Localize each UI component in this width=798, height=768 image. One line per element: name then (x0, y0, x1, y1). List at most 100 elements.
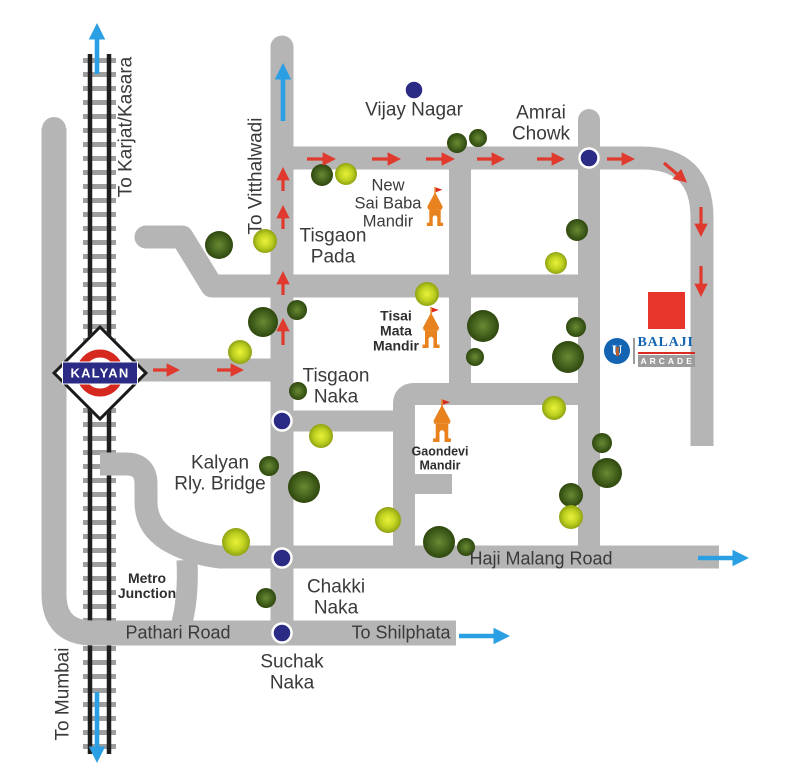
label-tisai-mata-mandir: Tisai Mata Mandir (373, 308, 419, 353)
label-line: Mandir (362, 211, 414, 230)
label-line: Mandir (419, 458, 461, 472)
label-to-mumbai: To Mumbai (52, 647, 74, 741)
label-to-vitthalwadi: To Vitthalwadi (245, 117, 267, 235)
label-line: Mandir (373, 337, 419, 354)
label-kalyan-rly-bridge: Kalyan Rly. Bridge (174, 453, 266, 494)
tree-icon (469, 129, 487, 147)
tree-icon (228, 340, 252, 364)
road-pathari (41, 128, 456, 646)
station-sign-band: KALYAN (62, 361, 138, 385)
building-marker (648, 292, 685, 329)
label-line: Junction (117, 585, 177, 601)
road-tisgaon-pada (146, 225, 589, 298)
label-chakki-naka: Chakki Naka (307, 577, 365, 618)
label-line: Metro (127, 569, 167, 586)
junction-dot (271, 410, 293, 432)
label-line: Naka (269, 672, 315, 693)
logo-divider (633, 338, 635, 364)
junctions (271, 80, 600, 644)
tree-icon (311, 164, 333, 186)
roads (41, 35, 719, 646)
tree-icon (447, 133, 467, 153)
label-new-sai-baba-mandir: New Sai Baba Mandir (354, 176, 422, 230)
tree-icon (566, 317, 586, 337)
label-line: Sai Baba (354, 194, 422, 213)
tree-icon (335, 163, 357, 185)
balaji-arcade-logo: U BALAJI ARCADE (604, 335, 695, 367)
tree-icon (287, 300, 307, 320)
tree-icon (288, 471, 320, 503)
tree-icon (248, 307, 278, 337)
label-line: Naka (313, 386, 359, 407)
label-line: Suchak (260, 651, 324, 673)
tree-icon (467, 310, 499, 342)
logo-wordmark: BALAJI ARCADE (637, 335, 695, 367)
label-line: New (371, 176, 405, 195)
temple-icon (426, 186, 444, 226)
tree-icon (559, 505, 583, 529)
label-line: Kalyan (190, 452, 250, 474)
route-arrows (153, 152, 708, 377)
tree-icon (415, 282, 439, 306)
label-line: Gaondevi (411, 444, 469, 459)
tree-icon (289, 382, 307, 400)
temple-icon (422, 307, 440, 348)
label-pathari-road: Pathari Road (125, 622, 231, 643)
tree-icon (559, 483, 583, 507)
tree-icon (259, 456, 279, 476)
kalyan-station-sign: KALYAN (51, 324, 149, 422)
label-line: Chakki (306, 576, 366, 598)
label-tisgaon-naka: Tisgaon Naka (303, 366, 370, 407)
tree-icon (309, 424, 333, 448)
tree-icon (592, 458, 622, 488)
tree-icon (457, 538, 475, 556)
tree-icon (205, 231, 233, 259)
tree-icon (542, 396, 566, 420)
direction-arrows (88, 23, 749, 763)
label-line: Rly. Bridge (174, 473, 266, 494)
tree-icon (566, 219, 588, 241)
trees (205, 129, 622, 608)
label-line: Mata (380, 322, 412, 339)
junction-dot (404, 80, 424, 100)
label-line: Pada (310, 246, 356, 267)
balaji-logo-icon: U (604, 338, 630, 364)
label-amrai-chowk: Amrai Chowk (512, 103, 570, 144)
brand-name: BALAJI (637, 335, 695, 354)
tree-icon (592, 433, 612, 453)
road-gaondevi-loop (393, 383, 582, 558)
label-tisgaon-pada: Tisgaon Pada (300, 226, 367, 267)
road-haji-malang (100, 452, 719, 569)
logo-bar (615, 347, 619, 356)
label-gaondevi-mandir: Gaondevi Mandir (411, 444, 469, 473)
label-line: Tisgaon (302, 365, 370, 387)
tree-icon (423, 526, 455, 558)
label-line: Tisai (380, 307, 412, 324)
tree-icon (253, 229, 277, 253)
tree-icon (466, 348, 484, 366)
junction-dot (271, 622, 293, 644)
label-vijay-nagar: Vijay Nagar (365, 99, 463, 121)
label-suchak-naka: Suchak Naka (260, 652, 323, 693)
brand-subtitle: ARCADE (637, 355, 695, 367)
tree-icon (222, 528, 250, 556)
road-metro-connector (169, 559, 198, 634)
label-line: Chowk (511, 123, 571, 144)
tree-icon (552, 341, 584, 373)
label-line: Naka (313, 597, 359, 618)
label-haji-malang-road: Haji Malang Road (469, 548, 613, 569)
route-arrow-icon (662, 161, 688, 183)
label-line: Tisgaon (299, 225, 367, 247)
temple-icon (433, 399, 451, 442)
junction-dot (578, 147, 600, 169)
junction-dot (271, 547, 293, 569)
tree-icon (375, 507, 401, 533)
label-to-karjat-kasara: To Karjat/Kasara (115, 56, 137, 198)
label-metro-junction: Metro Junction (117, 569, 177, 601)
tree-icon (256, 588, 276, 608)
label-to-shilphata: To Shilphata (351, 622, 451, 643)
station-name: KALYAN (70, 365, 130, 381)
label-line: Amrai (516, 102, 566, 124)
